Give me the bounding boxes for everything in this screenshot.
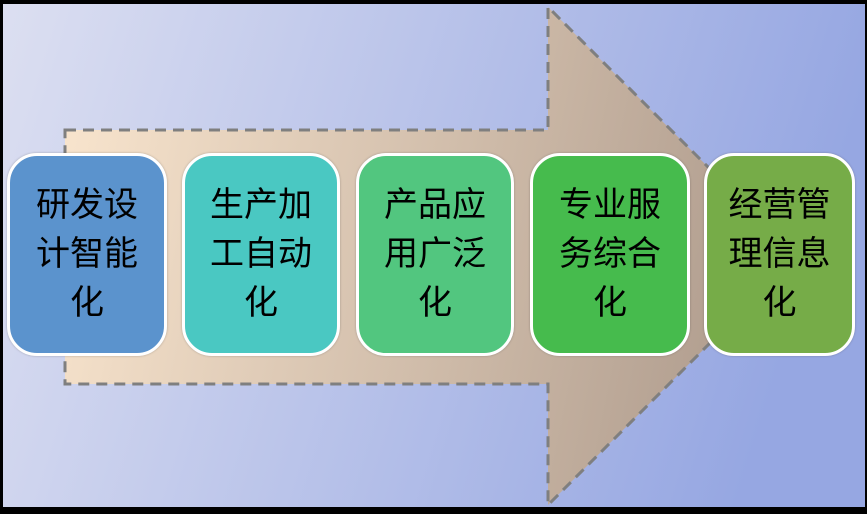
step-label-line: 化: [244, 283, 278, 323]
step-box-product-application: 产品应 用广泛 化: [356, 153, 514, 356]
step-label-line: 化: [593, 283, 627, 323]
step-label-line: 化: [762, 283, 797, 323]
step-label-line: 化: [70, 283, 104, 323]
step-label-line: 务综合: [559, 234, 661, 274]
step-label-line: 工自动: [210, 234, 312, 274]
step-label-line: 计智能: [36, 234, 138, 274]
step-label-line: 研发设: [36, 185, 138, 225]
step-label-line: 产品应: [384, 185, 486, 225]
step-label-line: 经营管: [728, 185, 831, 225]
step-label-line: 理信息: [728, 234, 831, 274]
step-box-management-info: 经营管 理信息 化: [704, 153, 855, 356]
step-label-line: 生产加: [210, 185, 312, 225]
step-label-line: 用广泛: [384, 234, 486, 274]
step-label-line: 专业服: [559, 185, 661, 225]
step-box-production: 生产加 工自动 化: [182, 153, 340, 356]
step-box-professional-service: 专业服 务综合 化: [530, 153, 690, 356]
step-box-rd-design: 研发设 计智能 化: [7, 153, 167, 356]
step-label-line: 化: [418, 283, 452, 323]
